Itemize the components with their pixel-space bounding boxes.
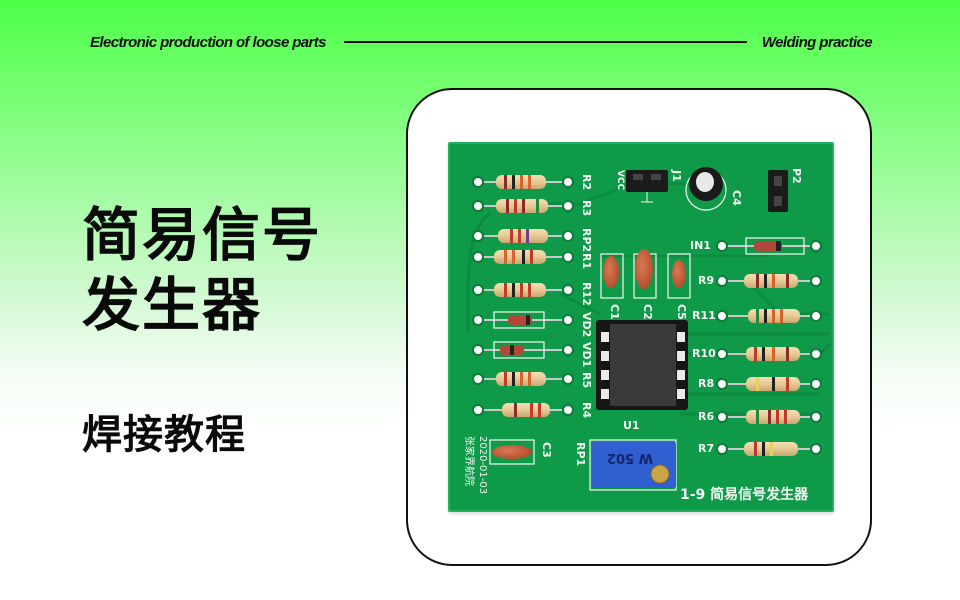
silk-label-r4: R4 — [580, 402, 593, 419]
silk-label-r3: R3 — [580, 200, 593, 217]
silk-label-vd1: VD1 — [580, 342, 593, 368]
ceramic-capacitors — [600, 249, 691, 299]
silk-label-c1: C1 — [608, 304, 621, 320]
silk-author: 张家界航院 — [463, 436, 474, 486]
silk-label-r5: R5 — [580, 372, 593, 389]
silk-label-r2: R2 — [580, 174, 593, 191]
silk-date: 2020-01-03 — [477, 436, 488, 495]
header-left-caption: Electronic production of loose parts — [90, 33, 327, 51]
silk-label-r7: R7 — [698, 442, 715, 455]
silk-label-rp2: RP2 — [580, 228, 593, 253]
header-right-caption: Welding practice — [761, 33, 873, 51]
silk-label-p2: P2 — [790, 168, 803, 184]
pcb-components-illustration: W 502 — [466, 167, 832, 491]
silk-label-c2: C2 — [641, 304, 654, 320]
silk-label-j1: J1 — [670, 170, 683, 182]
silk-label-r6: R6 — [698, 410, 715, 423]
silk-label-vd2: VD2 — [580, 312, 593, 338]
silk-label-vcc: VCC — [615, 170, 625, 191]
silk-label-rp1: RP1 — [574, 442, 587, 467]
title-line-1: 简易信号 — [82, 201, 323, 269]
pcb-board: W 502 — [448, 142, 834, 512]
svg-text:W 502: W 502 — [607, 450, 653, 465]
silk-label-in1: IN1 — [690, 239, 711, 252]
silk-label-u1: U1 — [623, 419, 640, 432]
silk-label-r1: R1 — [580, 253, 593, 270]
silk-label-c4: C4 — [730, 190, 743, 206]
left-components — [472, 175, 574, 465]
silk-label-r9: R9 — [698, 274, 715, 287]
silk-label-r12: R12 — [580, 282, 593, 306]
silk-label-c5: C5 — [675, 304, 688, 320]
u1-ic — [596, 320, 688, 410]
p2-header — [768, 170, 788, 212]
silk-label-r8: R8 — [698, 377, 715, 390]
silk-label-r10: R10 — [692, 347, 716, 360]
c4-capacitor — [685, 167, 727, 211]
page-title: 简易信号 发生器 — [82, 200, 322, 340]
header-divider — [343, 41, 747, 43]
silk-label-r11: R11 — [692, 309, 716, 322]
silk-board-title: 1-9 简易信号发生器 — [680, 487, 809, 503]
rp1-potentiometer: W 502 — [589, 439, 677, 491]
title-line-2: 发生器 — [82, 271, 263, 339]
j1-header — [626, 170, 668, 203]
page-subtitle: 焊接教程 — [82, 412, 246, 458]
right-components — [716, 237, 822, 456]
pcb-photo-frame: W 502 — [406, 88, 872, 566]
header-bar: Electronic production of loose parts Wel… — [90, 30, 873, 54]
silk-label-c3: C3 — [540, 442, 553, 458]
